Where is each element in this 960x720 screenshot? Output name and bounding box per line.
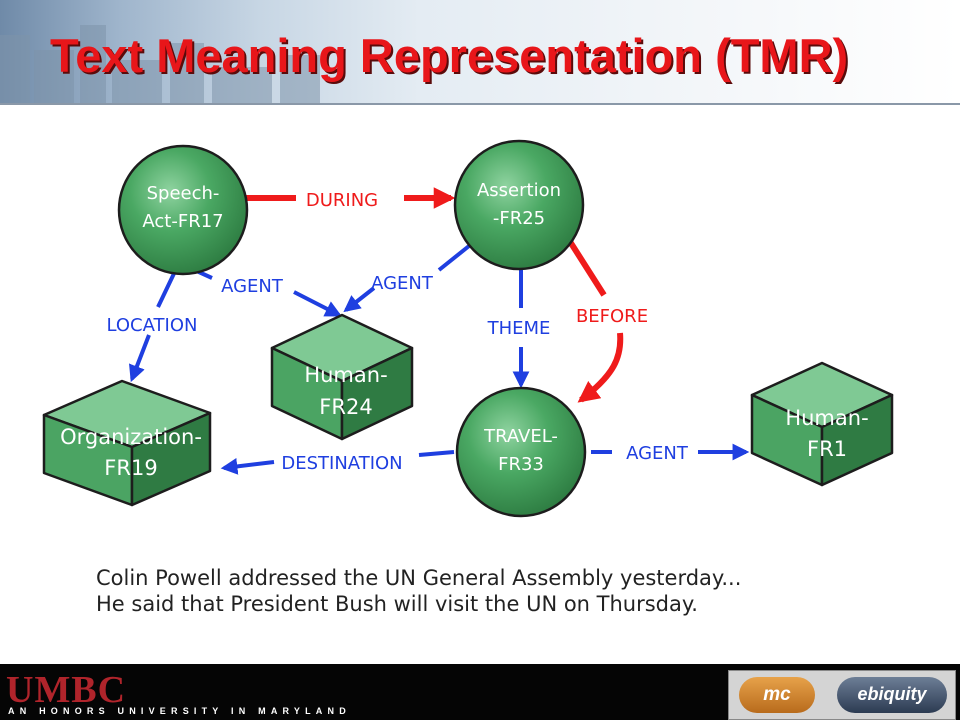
node-human-fr24: Human- FR24 bbox=[270, 313, 414, 441]
tmr-diagram: DURING AGENT AGENT LOCATION THEME BEFORE… bbox=[42, 139, 894, 518]
edge-destination bbox=[224, 450, 455, 468]
svg-text:FR1: FR1 bbox=[807, 437, 847, 461]
svg-text:Organization-: Organization- bbox=[60, 425, 202, 449]
caption-line-1: Colin Powell addressed the UN General As… bbox=[96, 566, 742, 590]
node-human-fr1: Human- FR1 bbox=[750, 361, 894, 487]
label-destination: DESTINATION bbox=[281, 453, 402, 474]
mc-logo: mc bbox=[739, 677, 815, 713]
svg-text:Assertion: Assertion bbox=[477, 180, 561, 201]
svg-text:FR24: FR24 bbox=[319, 395, 372, 419]
example-caption: Colin Powell addressed the UN General As… bbox=[96, 565, 741, 617]
label-before: BEFORE bbox=[576, 306, 648, 327]
slide-header bbox=[0, 0, 960, 105]
label-location: LOCATION bbox=[107, 315, 198, 336]
svg-text:FR33: FR33 bbox=[498, 454, 544, 475]
svg-text:Speech-: Speech- bbox=[147, 183, 220, 204]
header-divider bbox=[0, 103, 960, 105]
label-agent-travel: AGENT bbox=[626, 443, 689, 464]
partner-logos: mc ebiquity bbox=[728, 670, 956, 720]
svg-text:-FR25: -FR25 bbox=[493, 208, 545, 229]
svg-text:FR19: FR19 bbox=[104, 456, 157, 480]
umbc-logo: UMBC bbox=[6, 669, 127, 711]
ebiquity-logo: ebiquity bbox=[837, 677, 947, 713]
svg-text:Human-: Human- bbox=[304, 363, 387, 387]
edge-before bbox=[569, 238, 624, 400]
caption-line-2: He said that President Bush will visit t… bbox=[96, 592, 698, 616]
label-agent-speech: AGENT bbox=[221, 276, 284, 297]
edge-agent-assertion-human24 bbox=[346, 240, 476, 310]
label-during: DURING bbox=[306, 190, 378, 211]
svg-text:Act-FR17: Act-FR17 bbox=[142, 211, 223, 232]
node-assertion: Assertion -FR25 bbox=[453, 139, 585, 271]
slide-title: Text Meaning Representation (TMR) bbox=[50, 29, 849, 82]
node-travel: TRAVEL- FR33 bbox=[455, 386, 587, 518]
node-organization-fr19: Organization- FR19 bbox=[42, 379, 212, 507]
footer-bar: UMBC AN HONORS UNIVERSITY IN MARYLAND mc… bbox=[0, 664, 960, 720]
label-agent-assertion: AGENT bbox=[371, 273, 434, 294]
diagram-panel: DURING AGENT AGENT LOCATION THEME BEFORE… bbox=[24, 125, 912, 632]
label-theme: THEME bbox=[487, 318, 551, 339]
svg-text:TRAVEL-: TRAVEL- bbox=[483, 426, 558, 447]
svg-text:Human-: Human- bbox=[785, 406, 868, 430]
umbc-tagline: AN HONORS UNIVERSITY IN MARYLAND bbox=[8, 706, 351, 716]
node-speech-act: Speech- Act-FR17 bbox=[117, 144, 249, 276]
